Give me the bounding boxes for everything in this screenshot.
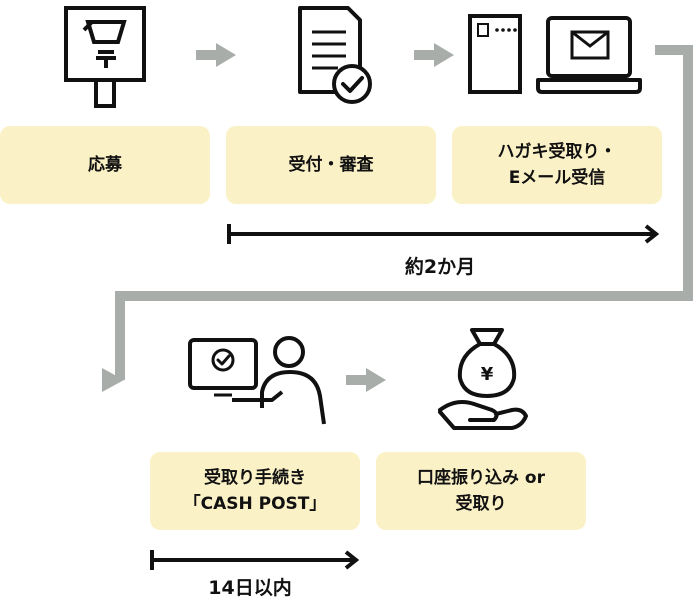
step-box-receive: 口座振り込み or 受取り xyxy=(376,452,586,530)
step-box-cashpost: 受取り手続き 「CASH POST」 xyxy=(150,452,360,530)
step-label-notice: ハガキ受取り・ Eメール受信 xyxy=(497,142,617,188)
step-label-apply: 応募 xyxy=(88,155,122,175)
step-label-receive: 口座振り込み or 受取り xyxy=(417,468,545,514)
duration-label-first: 約2か月 xyxy=(404,256,476,278)
step-label-review: 受付・審査 xyxy=(288,155,374,175)
duration-label-second: 14日以内 xyxy=(208,577,292,599)
step-label-cashpost: 受取り手続き 「CASH POST」 xyxy=(183,468,327,514)
step-box-review: 受付・審査 xyxy=(226,126,436,204)
step-box-notice: ハガキ受取り・ Eメール受信 xyxy=(452,126,662,204)
step-box-apply: 応募 xyxy=(0,126,210,204)
svg-text:¥: ¥ xyxy=(481,364,494,385)
